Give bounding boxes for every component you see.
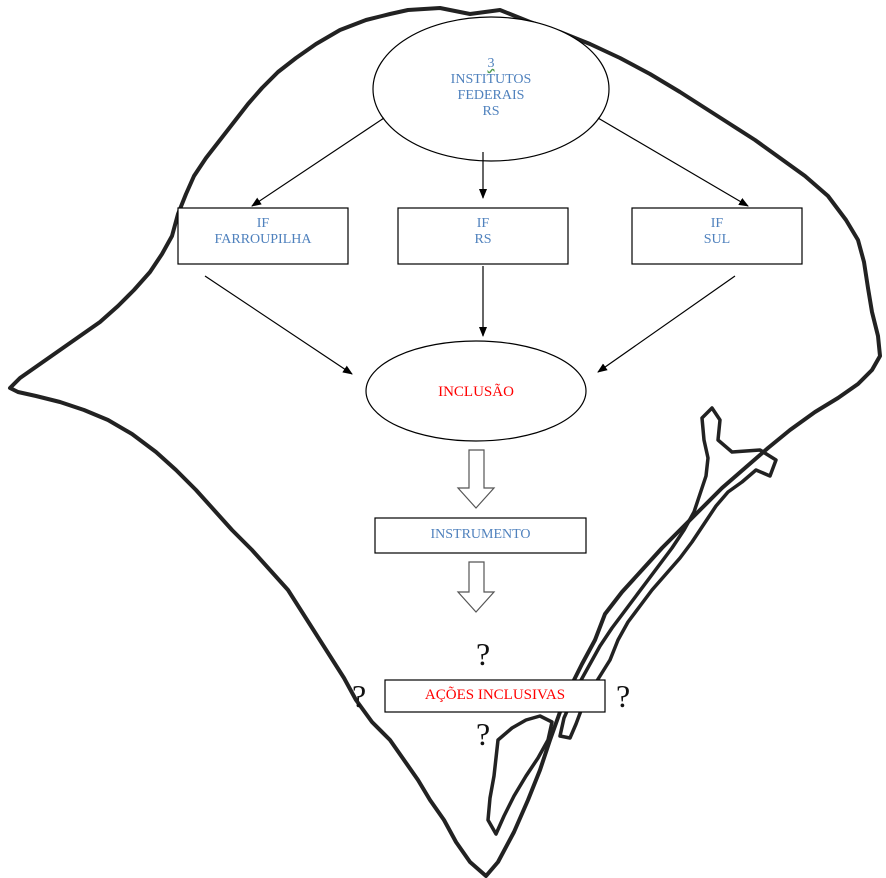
box-if-rs xyxy=(397,207,569,265)
box-actions xyxy=(384,679,606,713)
top-node-ellipse xyxy=(372,16,610,162)
state-map-outline xyxy=(8,6,882,878)
if-sul-line1: IF xyxy=(710,216,724,231)
question-mark-top: ? xyxy=(476,636,491,672)
instrument-label: INSTRUMENTO xyxy=(430,527,531,542)
box-if-farroupilha xyxy=(177,207,349,265)
block-arrow-to-actions xyxy=(456,561,496,613)
arrow-top-to-sul xyxy=(597,117,749,207)
inclusion-label: INCLUSÃO xyxy=(438,384,514,400)
arrow-farroupilha-to-inclusion xyxy=(204,275,353,375)
question-mark-bottom: ? xyxy=(474,716,493,752)
arrow-top-to-farroupilha xyxy=(251,117,385,207)
question-mark-right: ? xyxy=(616,678,631,714)
top-node-number: 3 xyxy=(487,56,495,71)
if-rs-line2: RS xyxy=(474,232,492,247)
if-farroupilha-line2: FARROUPILHA xyxy=(214,232,312,247)
if-rs-line1: IF xyxy=(476,216,490,231)
actions-label: AÇÕES INCLUSIVAS xyxy=(424,687,566,703)
box-if-sul xyxy=(631,207,803,265)
top-node-line2: FEDERAIS xyxy=(457,88,525,103)
top-node-line3: RS xyxy=(482,104,500,119)
question-mark-left: ? xyxy=(352,678,367,714)
lower-lagoon-outline xyxy=(486,714,554,836)
top-node-line1: INSTITUTOS xyxy=(450,72,532,87)
if-farroupilha-line1: IF xyxy=(256,216,270,231)
inclusion-ellipse xyxy=(365,340,587,442)
if-sul-line2: SUL xyxy=(703,232,731,247)
box-instrument xyxy=(374,517,587,554)
block-arrow-to-instrument xyxy=(456,449,496,509)
arrow-sul-to-inclusion xyxy=(597,275,736,373)
